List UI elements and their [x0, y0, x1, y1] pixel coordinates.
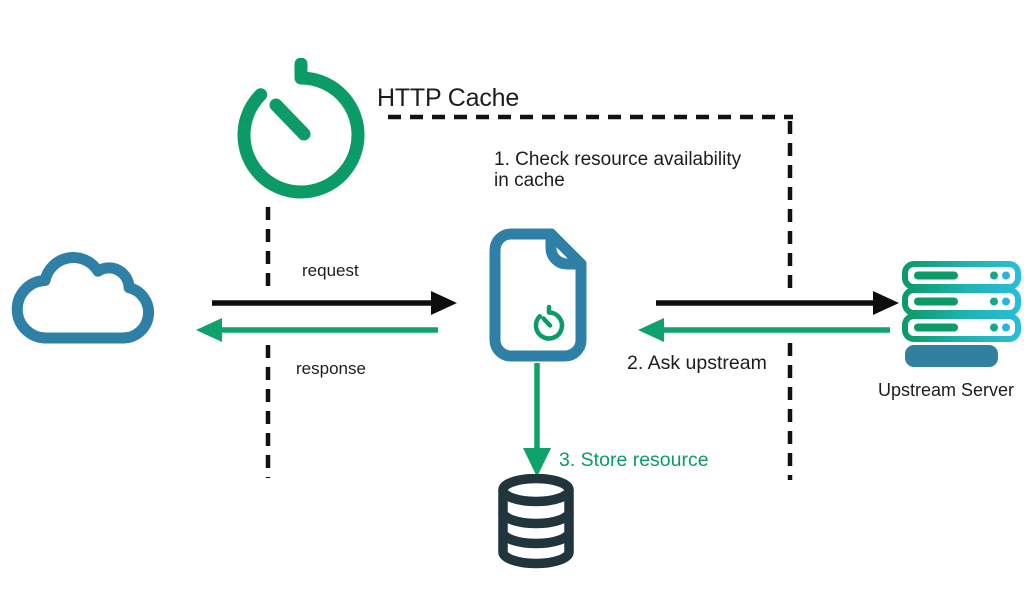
server-icon [902, 261, 1021, 367]
upstream-server-label: Upstream Server [878, 380, 1015, 400]
database-icon [498, 474, 574, 569]
request-label: request [302, 261, 359, 280]
step1-label: 1. Check resource availability in cache [494, 149, 794, 191]
server-row [902, 313, 1021, 342]
response-arrow-left [196, 318, 438, 342]
document-timer-icon [533, 304, 565, 341]
request-arrow-left [212, 291, 457, 315]
response-arrow-right [638, 318, 890, 342]
request-arrow-right [656, 291, 899, 315]
step2-label: 2. Ask upstream [627, 352, 767, 374]
server-row [902, 287, 1021, 316]
step1-line2: in cache [494, 170, 565, 191]
step1-line1: 1. Check resource availability [494, 149, 742, 170]
document-icon [489, 228, 587, 362]
timer-icon [237, 58, 365, 199]
cloud-icon [11, 252, 155, 344]
server-row [902, 261, 1021, 290]
store-arrow-down [523, 363, 551, 477]
server-base [905, 345, 998, 367]
step3-label: 3. Store resource [559, 449, 709, 471]
diagram-title: HTTP Cache [377, 84, 520, 112]
response-label: response [296, 359, 366, 378]
